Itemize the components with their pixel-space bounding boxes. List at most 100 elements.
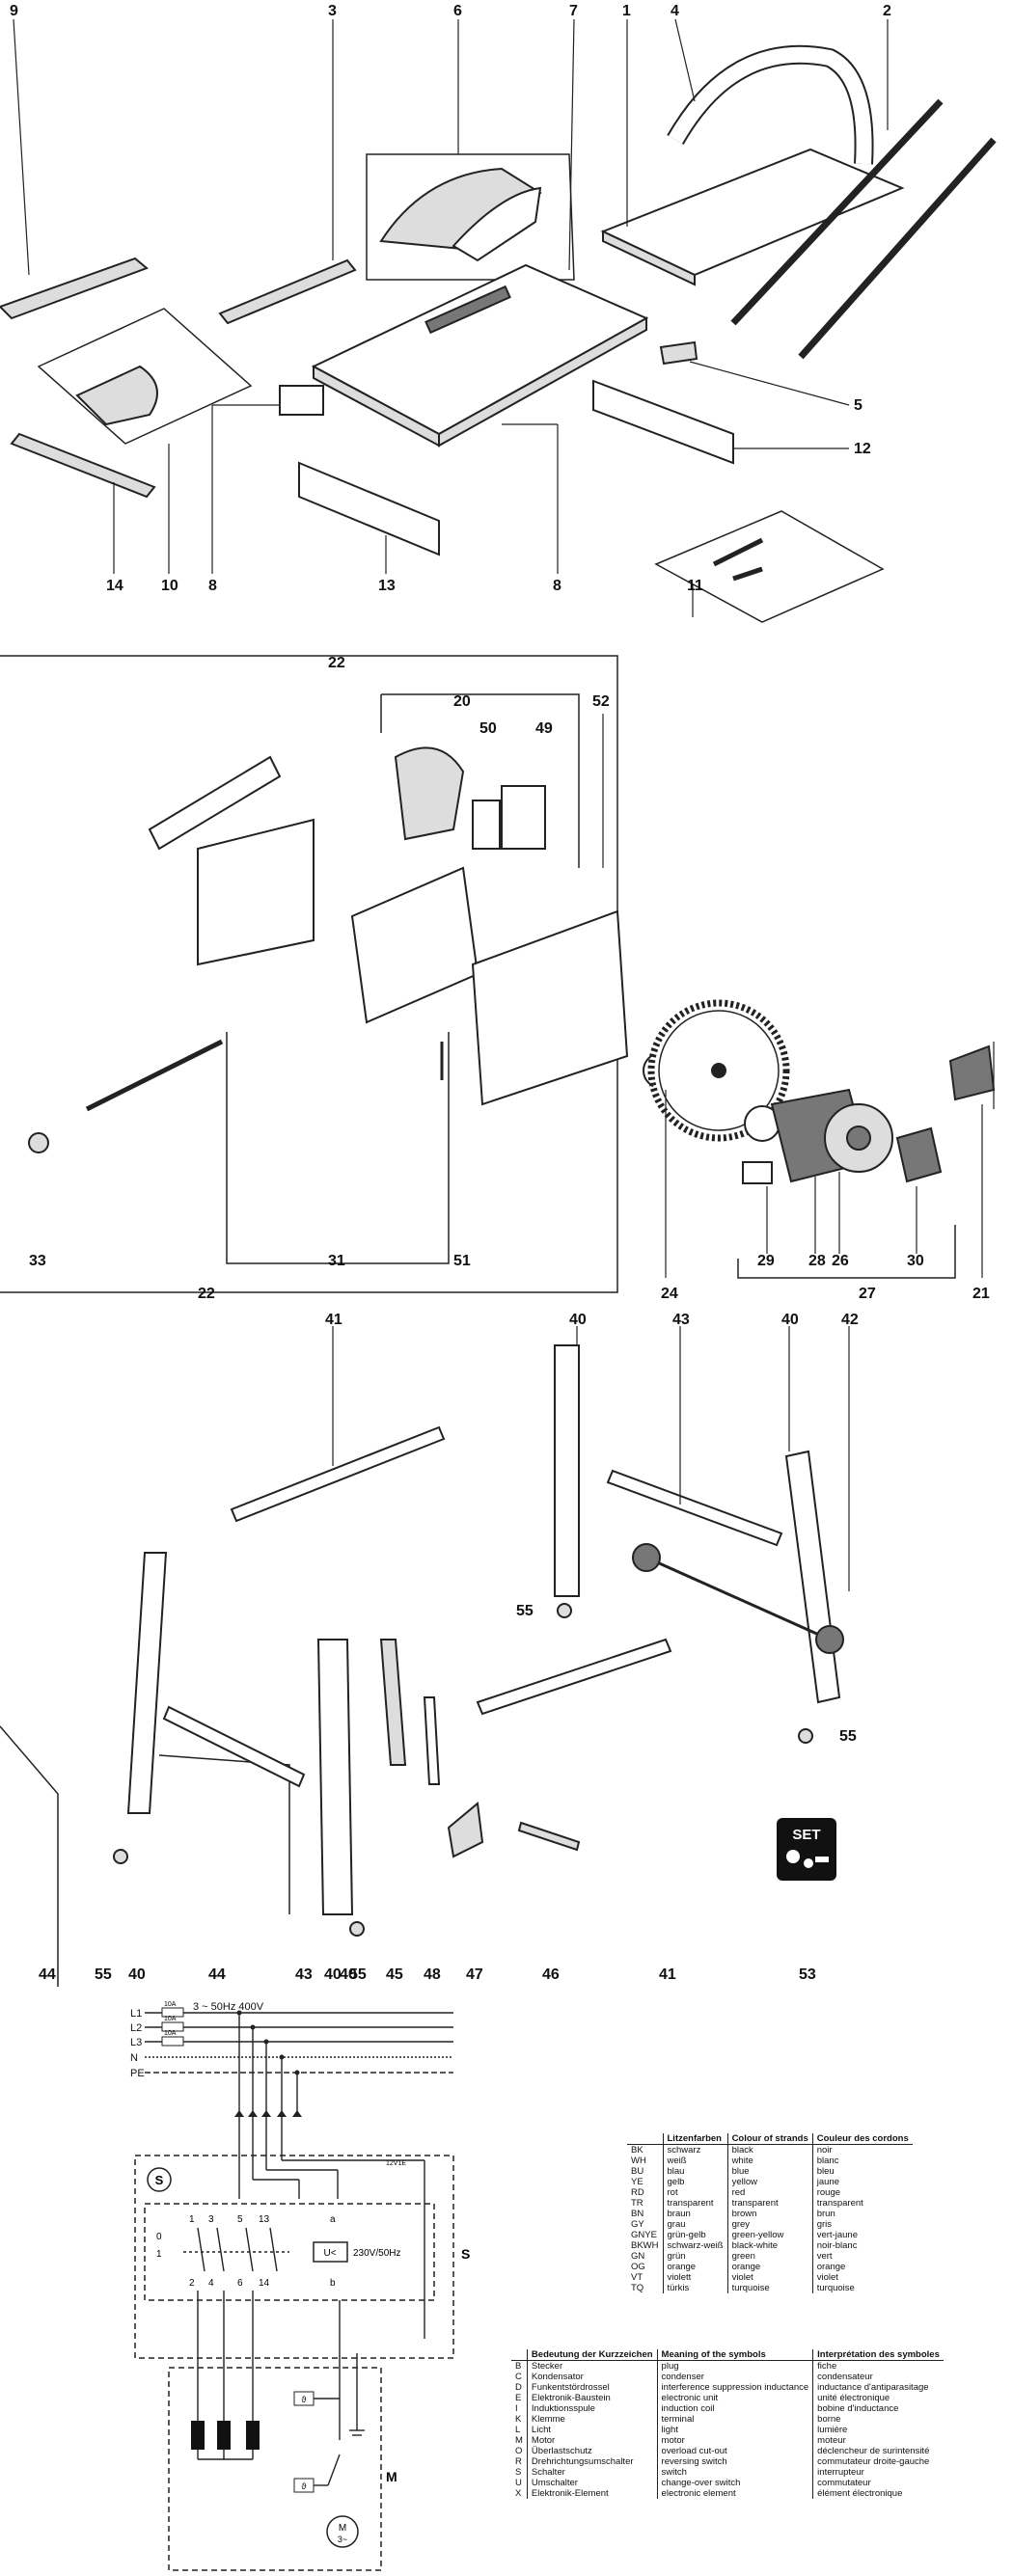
section-blade-motor: 22 20 50 49 52 33 31 51 22 24 29 28 26 2… bbox=[0, 655, 996, 1302]
strand-colour-row-cell: GY bbox=[631, 2219, 644, 2230]
label-part-13: 13 bbox=[378, 578, 396, 594]
label-part-21: 21 bbox=[972, 1286, 990, 1302]
symbol-row-cell: Kondensator bbox=[526, 2372, 658, 2382]
label-part-26: 26 bbox=[832, 1253, 849, 1269]
label-part-44-a: 44 bbox=[39, 1966, 56, 1983]
strand-colour-row-cell: grün-gelb bbox=[662, 2230, 728, 2240]
symbol-row-cell: Drehrichtungsumschalter bbox=[526, 2456, 658, 2467]
label-part-30: 30 bbox=[907, 1253, 924, 1269]
symbol-row-cell: commutateur bbox=[812, 2478, 944, 2488]
part-4-hose bbox=[667, 18, 874, 165]
strand-colour-row-cell: brown bbox=[726, 2209, 813, 2219]
symbol-row-cell: electronic unit bbox=[656, 2393, 813, 2403]
colours-header-en: Colour of strands bbox=[726, 2133, 813, 2145]
strand-colour-row-cell: violet bbox=[811, 2272, 913, 2283]
label-part-50: 50 bbox=[479, 720, 497, 737]
label-pe: PE bbox=[130, 2068, 145, 2079]
label-part-55-a: 55 bbox=[516, 1603, 534, 1619]
label-part-33: 33 bbox=[29, 1253, 46, 1269]
terminal-2: 2 bbox=[189, 2278, 195, 2289]
symbol-row-cell: L bbox=[515, 2425, 521, 2435]
part-7-saw-table bbox=[311, 18, 649, 447]
label-part-53: 53 bbox=[799, 1966, 816, 1983]
part-30-switch bbox=[895, 1126, 943, 1183]
part-8-bracket-right bbox=[502, 423, 559, 574]
label-part-2: 2 bbox=[883, 3, 891, 19]
strand-colour-row-cell: brun bbox=[811, 2209, 913, 2219]
label-switch-s: S bbox=[461, 2246, 470, 2262]
label-part-49: 49 bbox=[535, 720, 553, 737]
label-supply: 3 ~ 50Hz 400V bbox=[193, 2001, 264, 2013]
symbol-row-cell: Stecker bbox=[526, 2360, 658, 2372]
label-part-27: 27 bbox=[859, 1286, 876, 1302]
strand-colour-row-cell: grün bbox=[662, 2251, 728, 2262]
strand-colour-row-cell: jaune bbox=[811, 2177, 913, 2187]
symbol-row-cell: borne bbox=[812, 2414, 944, 2425]
symbol-row-cell: Elektronik-Element bbox=[526, 2488, 658, 2499]
strand-colour-row-cell: grey bbox=[726, 2219, 813, 2230]
symbol-row-cell: Licht bbox=[526, 2425, 658, 2435]
label-part-9: 9 bbox=[10, 3, 18, 19]
strand-colour-row-cell: violet bbox=[726, 2272, 813, 2283]
strand-colour-row-cell: orange bbox=[726, 2262, 813, 2272]
part-9-rail bbox=[0, 18, 149, 320]
symbol-row-cell: R bbox=[515, 2456, 522, 2467]
strand-colours-header: Litzenfarben Colour of strands Couleur d… bbox=[627, 2133, 913, 2145]
symbol-row-cell: interference suppression inductance bbox=[656, 2382, 813, 2393]
label-part-8-right: 8 bbox=[553, 578, 561, 594]
label-part-55-b: 55 bbox=[839, 1728, 857, 1745]
symbol-row-cell: commutateur droite-gauche bbox=[812, 2456, 944, 2467]
symbols-header-code bbox=[511, 2349, 528, 2361]
label-part-46: 46 bbox=[542, 1966, 560, 1983]
part-29-capacitor bbox=[742, 1161, 773, 1184]
symbol-row-cell: K bbox=[515, 2414, 522, 2425]
symbol-row-cell: C bbox=[515, 2372, 522, 2382]
label-part-7: 7 bbox=[569, 3, 578, 19]
symbol-row-cell: Induktionsspule bbox=[526, 2403, 658, 2414]
strand-colour-row-cell: YE bbox=[631, 2177, 643, 2187]
symbol-row-cell: U bbox=[515, 2478, 522, 2488]
colours-header-fr: Couleur des cordons bbox=[811, 2133, 913, 2145]
strand-colours-table: Litzenfarben Colour of strands Couleur d… bbox=[627, 2133, 913, 2293]
label-l1: L1 bbox=[130, 2008, 142, 2020]
fuse-2: 10A bbox=[164, 2016, 177, 2022]
motor bbox=[744, 1088, 893, 1183]
label-part-45: 45 bbox=[386, 1966, 403, 1983]
symbol-row-cell: Funkentstördrossel bbox=[526, 2382, 658, 2393]
label-part-14: 14 bbox=[106, 578, 123, 594]
part-20-guard bbox=[394, 746, 465, 841]
strand-colour-row-cell: BKWH bbox=[631, 2240, 659, 2251]
part-carriage bbox=[350, 866, 479, 1024]
symbols-header-en: Meaning of the symbols bbox=[656, 2349, 813, 2361]
symbol-row-cell: induction coil bbox=[656, 2403, 813, 2414]
label-part-51: 51 bbox=[453, 1253, 471, 1269]
strand-colour-row-cell: turquoise bbox=[811, 2283, 913, 2293]
terminal-13: 13 bbox=[259, 2214, 270, 2225]
part-shaft bbox=[85, 1039, 224, 1112]
label-part-22-bottom: 22 bbox=[198, 1286, 215, 1302]
strand-colour-row-cell: rouge bbox=[811, 2187, 913, 2198]
saw-blade bbox=[647, 999, 790, 1142]
strand-colour-row-cell: GNYE bbox=[631, 2230, 657, 2240]
coil-u: U< bbox=[323, 2248, 336, 2259]
symbol-row-cell: fiche bbox=[812, 2360, 944, 2372]
strand-colour-row-cell: VT bbox=[631, 2272, 643, 2283]
position-0: 0 bbox=[156, 2232, 162, 2242]
symbol-row-cell: déclencheur de surintensité bbox=[812, 2446, 944, 2456]
strand-colour-row-cell: weiß bbox=[662, 2156, 728, 2166]
symbol-row-cell: Elektronik-Baustein bbox=[526, 2393, 658, 2403]
strand-colour-row-cell: schwarz-weiß bbox=[662, 2240, 728, 2251]
strand-colour-row-cell: yellow bbox=[726, 2177, 813, 2187]
symbols-table: Bedeutung der Kurzzeichen Meaning of the… bbox=[511, 2349, 944, 2499]
strand-colour-row-cell: blue bbox=[726, 2166, 813, 2177]
label-part-40-c: 40 bbox=[128, 1966, 146, 1983]
label-part-28: 28 bbox=[808, 1253, 826, 1269]
terminal-5: 5 bbox=[237, 2214, 243, 2225]
